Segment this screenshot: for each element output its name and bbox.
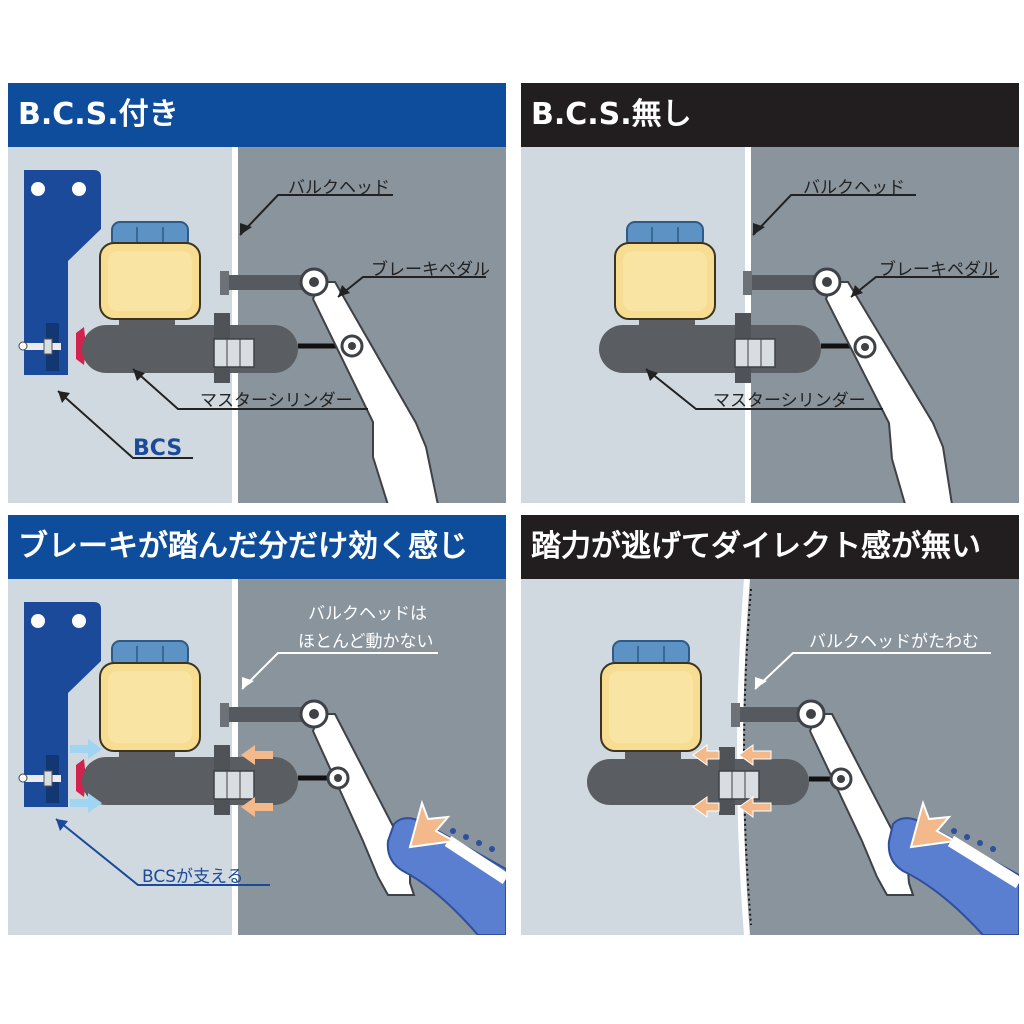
panel-no-direct-feel: 踏力が逃げてダイレクト感が無い: [521, 515, 1019, 935]
brake-pedal: [796, 699, 915, 896]
diagram-no-direct-feel: バルクヘッドがたわむ: [521, 579, 1019, 935]
label-bulkhead: バルクヘッド: [288, 178, 390, 198]
label-bulkhead-flex: バルクヘッドがたわむ: [809, 632, 979, 652]
bcs-red-adapter: [76, 759, 85, 797]
callout-lines: [241, 652, 438, 690]
panel-title-without-bcs: B.C.S.無し: [521, 83, 1019, 147]
reservoir: [600, 640, 702, 752]
diagram-direct-feel: バルクヘッドは ほとんど動かない BCSが支える: [8, 579, 506, 935]
label-master-cylinder: マスターシリンダー: [713, 391, 866, 411]
diagram-with-bcs: バルクヘッド ブレーキペダル マスターシリンダー BCS: [8, 147, 506, 503]
bulkhead-wall-flexed: [737, 579, 750, 935]
bcs-bracket: [18, 602, 101, 807]
force-arrow-icons: [70, 739, 102, 813]
pedal-rod: [220, 703, 311, 727]
pedal-rod: [743, 271, 834, 295]
panel-without-bcs: B.C.S.無し: [521, 83, 1019, 503]
panel-title-no-direct-feel: 踏力が逃げてダイレクト感が無い: [521, 515, 1019, 579]
force-arrow-icons: [241, 745, 273, 817]
shoe-icon: [386, 799, 506, 935]
brake-pedal: [812, 267, 953, 503]
label-bulkhead: バルクヘッド: [803, 178, 905, 198]
panel-title-with-bcs: B.C.S.付き: [8, 83, 506, 147]
panel-title-direct-feel: ブレーキが踏んだ分だけ効く感じ: [8, 515, 506, 579]
reservoir: [99, 640, 201, 752]
callout-lines: [55, 818, 270, 886]
label-bulkhead-line1: バルクヘッドは: [308, 604, 427, 624]
label-brake-pedal: ブレーキペダル: [879, 259, 998, 280]
label-bcs: BCS: [133, 436, 182, 461]
reservoir: [614, 221, 716, 320]
callout-arrowheads: [242, 677, 254, 689]
label-bcs-support: BCSが支える: [142, 867, 244, 887]
panel-direct-feel: ブレーキが踏んだ分だけ効く感じ: [8, 515, 506, 935]
reservoir: [99, 221, 201, 320]
pedal-rod: [220, 271, 311, 295]
label-bulkhead-line2: ほとんど動かない: [298, 632, 434, 652]
label-brake-pedal: ブレーキペダル: [371, 259, 490, 280]
master-cylinder: [76, 742, 336, 815]
callout-arrowheads: [755, 677, 767, 689]
force-arrow-icons: [692, 744, 772, 818]
brake-pedal: [299, 267, 439, 503]
panel-with-bcs: B.C.S.付き: [8, 83, 506, 503]
label-master-cylinder: マスターシリンダー: [200, 391, 353, 411]
shoe-icon: [887, 799, 1019, 935]
bcs-red-adapter: [76, 327, 85, 365]
callout-arrowheads: [58, 223, 350, 403]
callout-arrowheads: [646, 223, 863, 381]
bcs-bracket: [18, 170, 101, 375]
diagram-without-bcs: バルクヘッド ブレーキペダル マスターシリンダー: [521, 147, 1019, 503]
cabin-side-bg: [237, 147, 506, 503]
callout-arrowheads: [56, 819, 68, 831]
callout-lines: [754, 652, 991, 690]
